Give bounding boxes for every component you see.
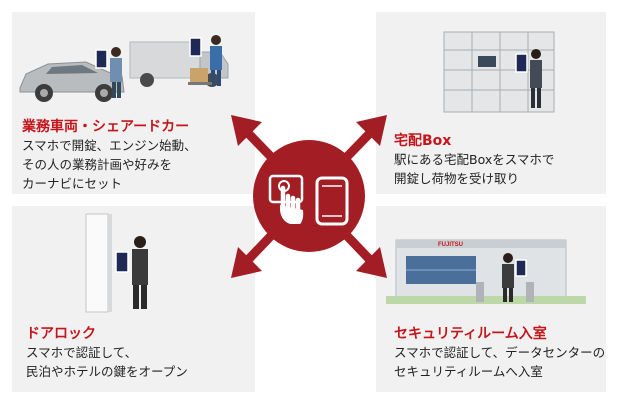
door-lock-line-1: スマホで認証して、	[26, 345, 138, 360]
vehicle-title: 業務車両・シェアードカー	[22, 119, 190, 135]
door-lock-line-2: 民泊やホテルの鍵をオープン	[26, 364, 188, 379]
panel-delivery-box: 宅配Box 駅にある宅配Boxをスマホで 開錠し荷物を受け取り	[376, 12, 606, 194]
door-illustration	[85, 213, 148, 313]
door-lock-description: スマホで認証して、 民泊やホテルの鍵をオープン	[26, 343, 188, 381]
security-room-description: スマホで認証して、データセンターの セキュリティルームへ入室	[394, 343, 605, 381]
delivery-box-title: 宅配Box	[394, 133, 452, 149]
vehicle-illustration	[19, 35, 229, 102]
arrowhead-bottom-right	[356, 247, 387, 278]
smartphone-icon	[315, 176, 349, 226]
building-sign: FUJITSU	[438, 242, 463, 248]
delivery-box-line-2: 開錠し荷物を受け取り	[394, 171, 520, 186]
locker-illustration	[443, 31, 555, 113]
security-room-line-2: セキュリティルームへ入室	[394, 364, 543, 379]
vehicle-description: スマホで開錠、エンジン始動、 その人の業務計画や好みを カーナビにセット	[22, 136, 197, 193]
panel-door-lock: ドアロック スマホで認証して、 民泊やホテルの鍵をオープン	[12, 206, 255, 392]
arrowhead-top-right	[356, 115, 387, 146]
arrowhead-bottom-left	[231, 247, 262, 278]
delivery-box-line-1: 駅にある宅配Boxをスマホで	[394, 152, 555, 167]
security-room-title: セキュリティルーム入室	[394, 326, 547, 342]
delivery-box-description: 駅にある宅配Boxをスマホで 開錠し荷物を受け取り	[394, 150, 554, 188]
door-lock-title: ドアロック	[26, 326, 96, 342]
panel-vehicle: 業務車両・シェアードカー スマホで開錠、エンジン始動、 その人の業務計画や好みを…	[12, 12, 255, 194]
vehicle-line-3: カーナビにセット	[22, 176, 123, 191]
finger-tap-icon	[268, 174, 304, 224]
datacenter-illustration: FUJITSU	[386, 239, 586, 304]
vehicle-line-2: その人の業務計画や好みを	[22, 157, 173, 172]
arrowhead-top-left	[231, 115, 262, 146]
security-room-line-1: スマホで認証して、データセンターの	[394, 345, 606, 360]
vehicle-line-1: スマホで開錠、エンジン始動、	[22, 138, 197, 153]
panel-security-room: FUJITSU セキュリティルーム入室 スマホで認証して、データセンターの セキ…	[376, 206, 606, 392]
